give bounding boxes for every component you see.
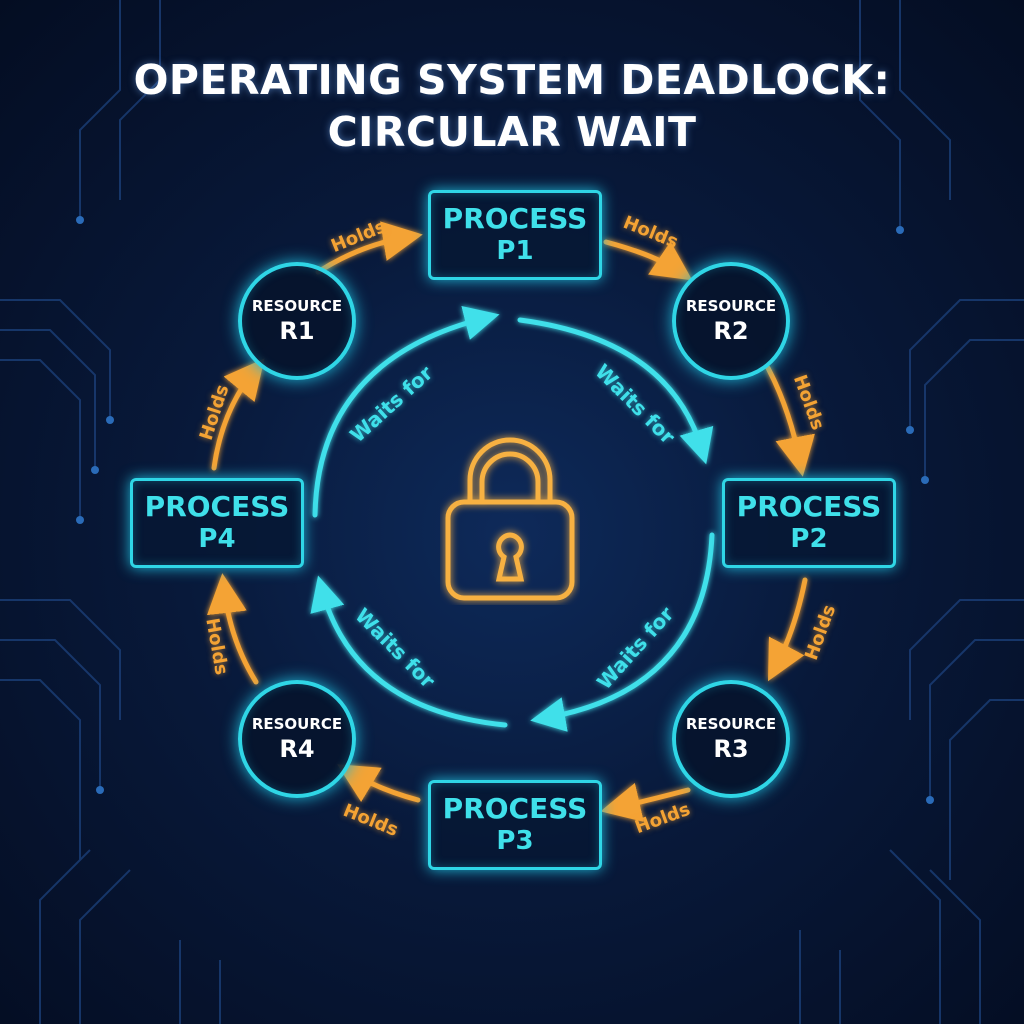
resource-r4[interactable]: RESOURCE R4 xyxy=(238,680,356,798)
resource-r1[interactable]: RESOURCE R1 xyxy=(238,262,356,380)
waits-arrow-lower-right xyxy=(530,532,715,732)
process-p2[interactable]: PROCESS P2 xyxy=(722,478,896,568)
process-id: P3 xyxy=(496,826,534,856)
resource-id: R2 xyxy=(713,317,749,345)
process-id: P4 xyxy=(198,524,236,554)
holds-arrow-r1-p1 xyxy=(315,221,423,275)
process-label: PROCESS xyxy=(442,202,588,235)
process-label: PROCESS xyxy=(144,490,290,523)
process-id: P2 xyxy=(790,524,828,554)
holds-arrow-p2-r3 xyxy=(768,577,808,682)
resource-label: RESOURCE xyxy=(251,297,343,315)
resource-id: R1 xyxy=(279,317,315,345)
title-line-2: CIRCULAR WAIT xyxy=(327,108,697,156)
holds-arrow-r4-p4 xyxy=(207,573,259,685)
process-id: P1 xyxy=(496,236,534,266)
process-p4[interactable]: PROCESS P4 xyxy=(130,478,304,568)
process-p3[interactable]: PROCESS P3 xyxy=(428,780,602,870)
waits-arrow-upper-right xyxy=(517,317,714,465)
holds-arrow-r2-p2 xyxy=(765,365,815,477)
waits-arrow-lower-left xyxy=(310,575,508,728)
title-line-1: OPERATING SYSTEM DEADLOCK: xyxy=(133,56,891,104)
padlock-icon xyxy=(445,437,575,601)
holds-arrow-p4-r1 xyxy=(211,358,265,471)
process-label: PROCESS xyxy=(736,490,882,523)
resource-id: R4 xyxy=(279,735,315,763)
resource-label: RESOURCE xyxy=(685,297,777,315)
resource-label: RESOURCE xyxy=(685,715,777,733)
holds-arrow-p3-r3 xyxy=(600,782,691,822)
holds-arrow-p3-r4 xyxy=(337,764,421,803)
holds-arrow-p1-r2 xyxy=(603,239,693,281)
resource-label: RESOURCE xyxy=(251,715,343,733)
resource-r3[interactable]: RESOURCE R3 xyxy=(672,680,790,798)
waits-arrow-upper-left xyxy=(312,305,500,518)
process-label: PROCESS xyxy=(442,792,588,825)
resource-r2[interactable]: RESOURCE R2 xyxy=(672,262,790,380)
process-p1[interactable]: PROCESS P1 xyxy=(428,190,602,280)
resource-id: R3 xyxy=(713,735,749,763)
